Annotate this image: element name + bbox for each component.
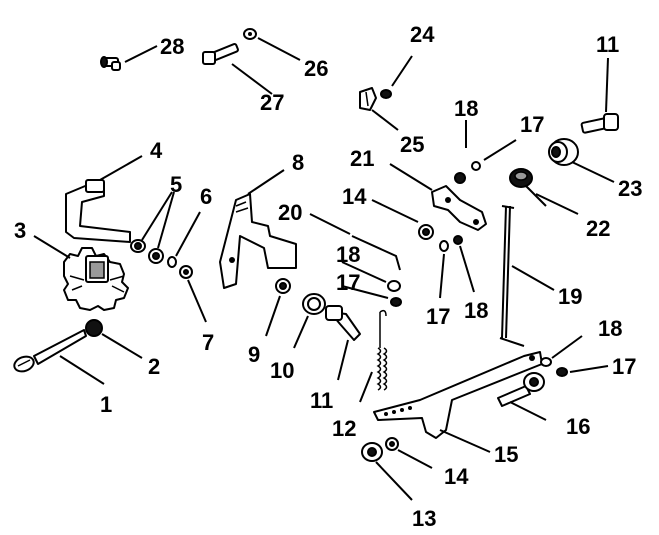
callout-18-upper: 18 [454,96,478,121]
callout-23: 23 [618,176,642,201]
callout-13: 13 [412,506,436,531]
part-13-nut [361,442,383,462]
callout-17-mid: 17 [426,304,450,329]
callout-11-upper: 11 [596,32,619,57]
callout-1: 1 [100,392,112,417]
part-17-washer-mid [439,240,449,252]
part-18-washer-lower [540,357,552,367]
callout-10: 10 [270,358,294,383]
part-5-washers [130,239,164,264]
callout-25: 25 [400,132,424,157]
callout-18-mid: 18 [464,298,488,323]
callout-4: 4 [150,138,163,163]
callout-7: 7 [202,330,214,355]
part-11-bolt-center [325,305,361,341]
callout-16: 16 [566,414,590,439]
part-2-ball [85,319,103,337]
part-28-screw [100,56,121,71]
part-17-washer-lower [556,367,568,377]
part-18-washer-upper [454,172,466,184]
part-18-washer-mid [453,235,463,245]
callout-11-center: 11 [310,388,333,413]
part-22-spring [509,168,547,207]
part-6-clip [167,256,177,268]
part-3-gear [63,247,129,311]
part-27-bolt [202,43,239,65]
callout-28: 28 [160,34,184,59]
callout-17-lower: 17 [612,354,636,379]
callout-18-center: 18 [336,242,360,267]
callout-14-upper: 14 [342,184,367,209]
callout-17-upper: 17 [520,112,544,137]
part-25-clip [359,87,377,111]
part-17-washer-upper [471,161,481,171]
part-10-bushing [302,293,326,315]
callout-14-lower: 14 [444,464,469,489]
part-7-washer [179,265,193,279]
callout-24: 24 [410,22,435,47]
callout-27: 27 [260,90,284,115]
callout-15: 15 [494,442,518,467]
callout-5: 5 [170,172,182,197]
callout-12: 12 [332,416,356,441]
callout-22: 22 [586,216,610,241]
callout-6: 6 [200,184,212,209]
part-1-screw [13,329,87,373]
part-26-nut [243,28,257,40]
callout-21: 21 [350,146,374,171]
callout-9: 9 [248,342,260,367]
callout-3: 3 [14,218,26,243]
callout-26: 26 [304,56,328,81]
part-12-spring [376,309,388,391]
callout-17-center: 17 [336,270,360,295]
part-23-bushing [548,138,579,166]
part-20-link-rod [351,235,401,271]
callout-18-lower: 18 [598,316,622,341]
part-9-nut [275,278,291,294]
part-15-lever [373,351,543,439]
part-14-nut-lower [385,437,399,451]
callout-20: 20 [278,200,302,225]
callout-2: 2 [148,354,160,379]
part-24-pin [380,89,392,99]
part-17-washer-center [390,297,402,307]
part-4-rod [65,179,131,243]
callout-19: 19 [558,284,582,309]
part-14-nut-upper [418,224,434,240]
part-8-bracket [219,193,297,289]
part-21-bracket [431,185,487,231]
callout-8: 8 [292,150,304,175]
part-11-bolt-upper [580,113,619,134]
part-18-washer-center [387,280,401,292]
part-19-rod [499,205,525,347]
part-16-bolt [497,372,545,407]
